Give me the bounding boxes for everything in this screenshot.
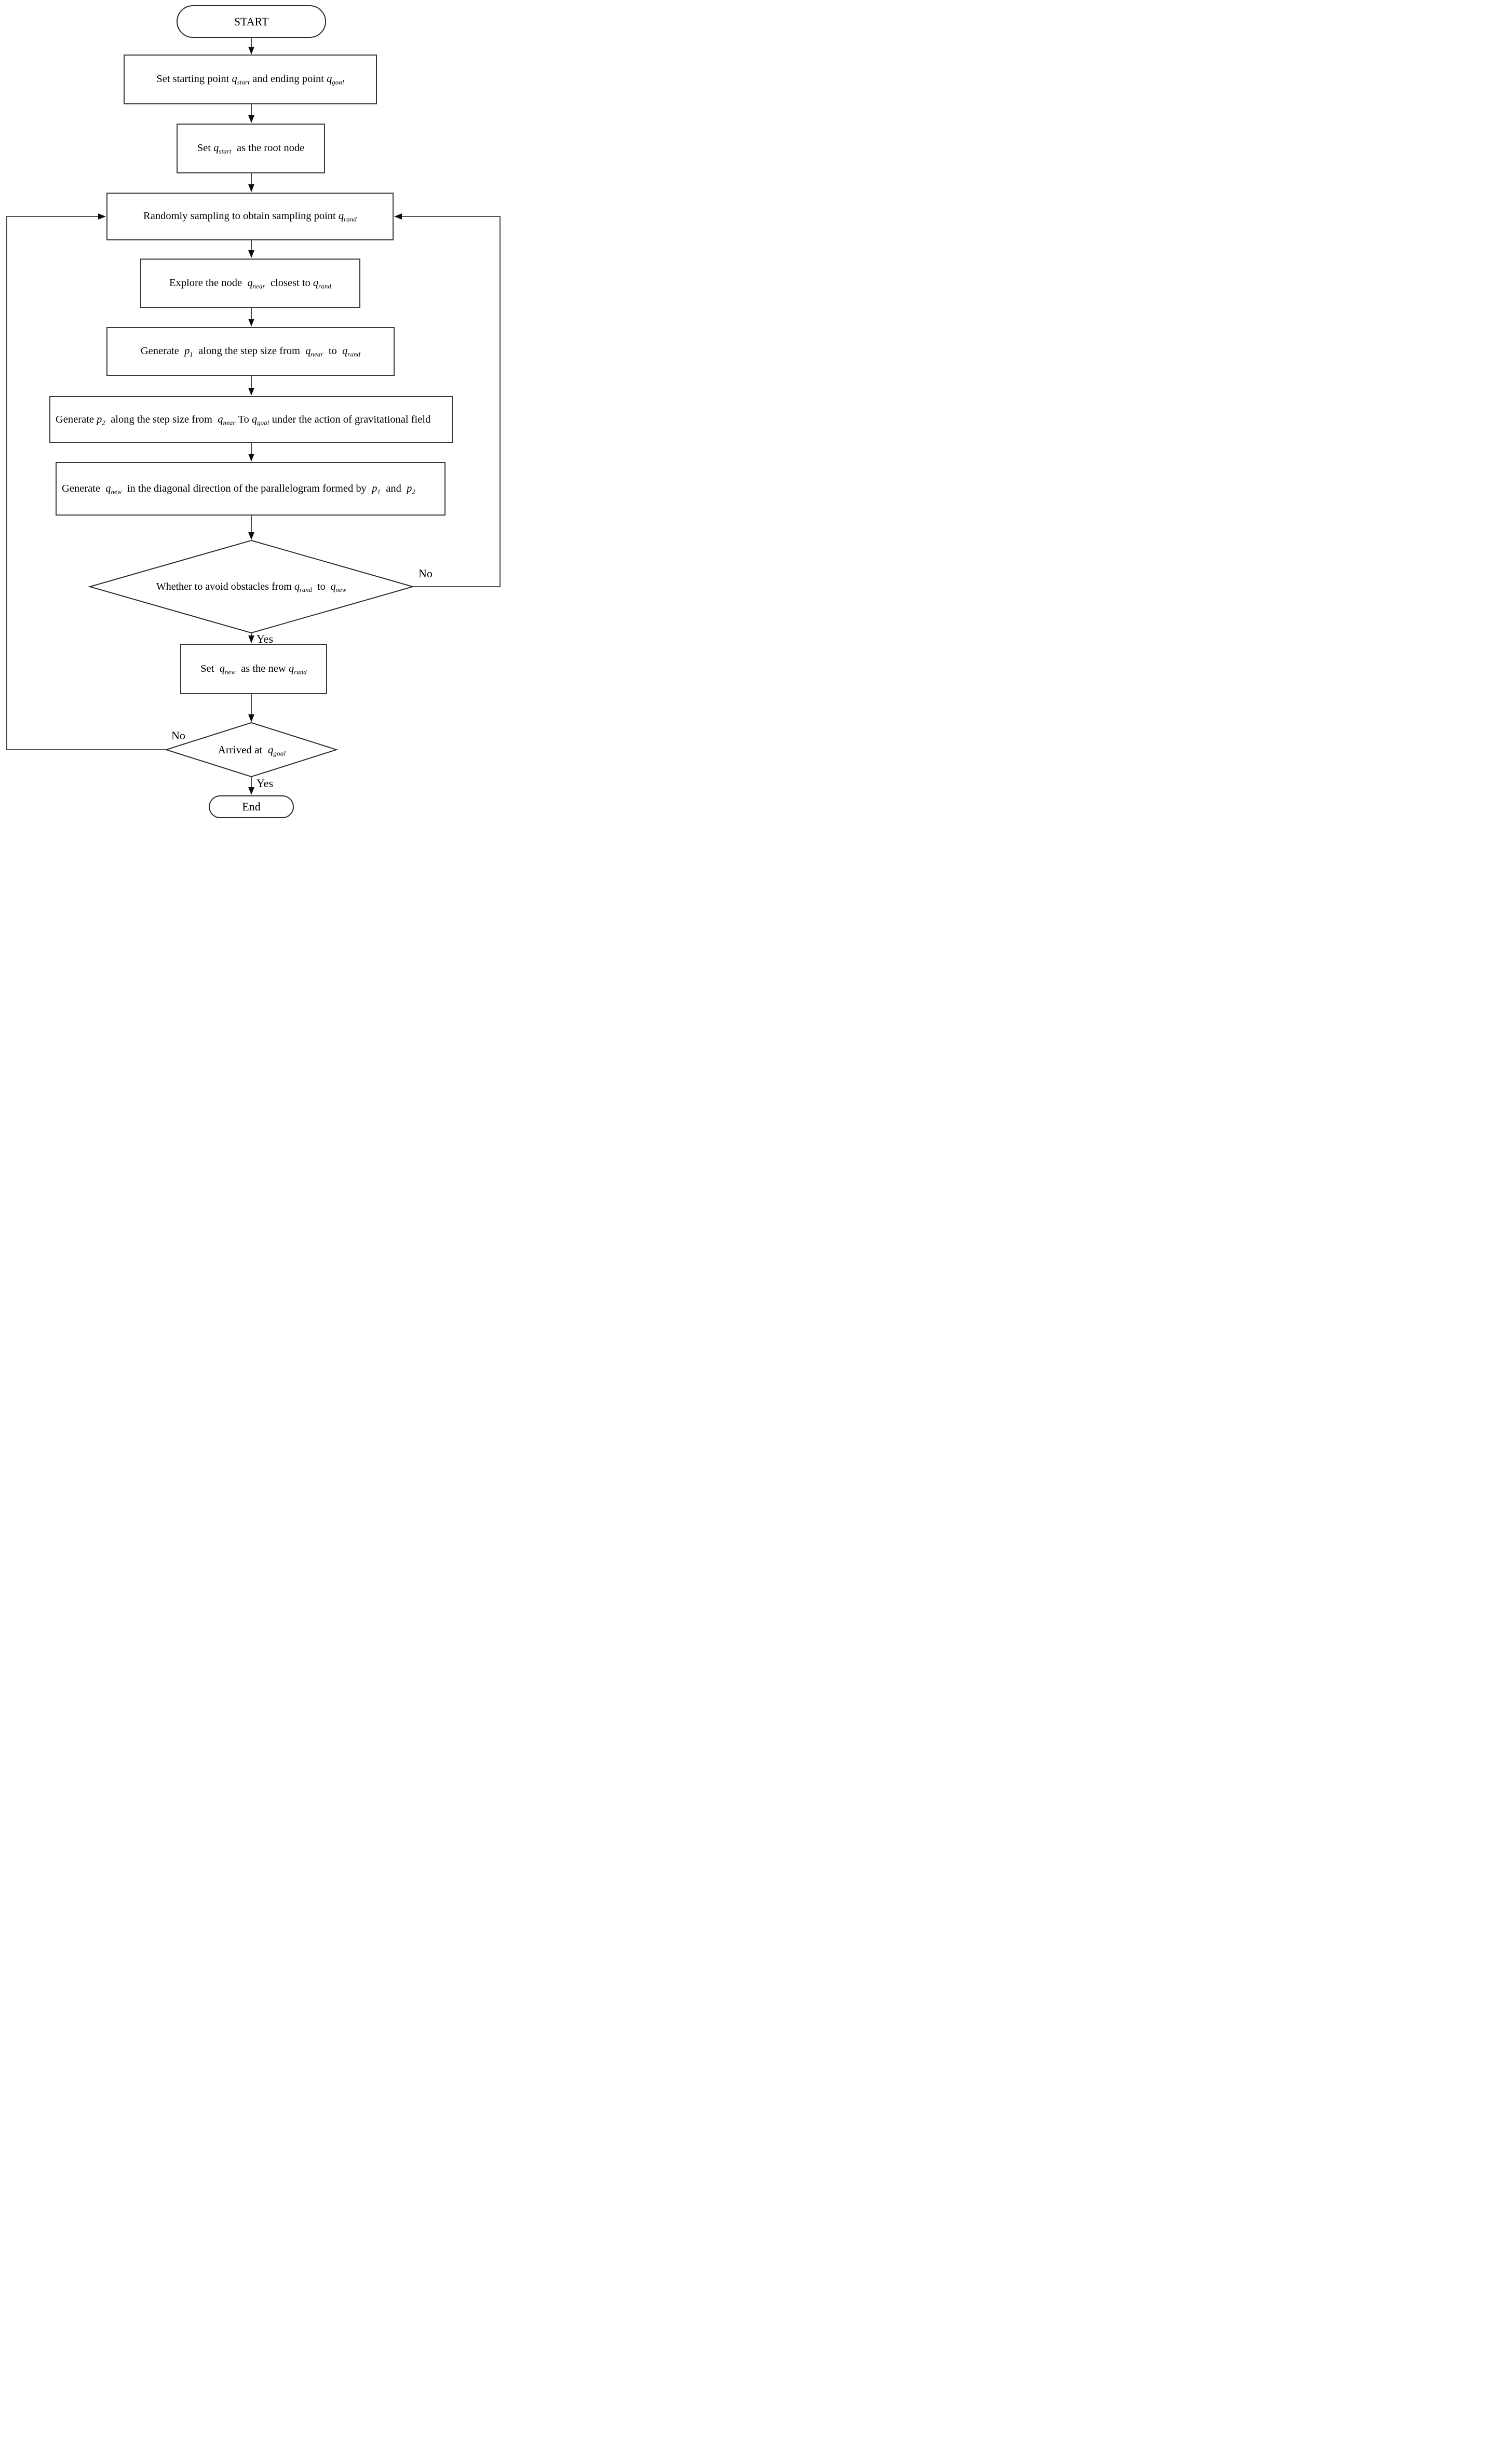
decision-avoid-obstacles-shape [88, 539, 415, 634]
node-generate-p1-label: Generate p1 along the step size from qne… [140, 345, 361, 358]
node-generate-p1: Generate p1 along the step size from qne… [106, 327, 395, 376]
node-start: START [177, 5, 326, 38]
edge-label-arrived-yes: Yes [257, 777, 274, 790]
node-set-new-qrand-label: Set qnew as the new qrand [200, 662, 307, 675]
node-end-label: End [242, 800, 261, 814]
node-explore-node-label: Explore the node qnear closest to qrand [169, 277, 331, 290]
node-generate-qnew-label: Generate qnew in the diagonal direction … [62, 483, 415, 496]
decision-arrived-shape [164, 722, 339, 778]
flowchart-canvas: START Set starting point qstart and endi… [0, 0, 504, 821]
edge-label-avoid-no: No [419, 567, 433, 580]
node-start-label: START [234, 15, 269, 28]
node-set-root: Set qstart as the root node [177, 124, 325, 173]
connector-arrived-no-loop [6, 213, 166, 750]
flow-connectors [6, 38, 501, 795]
node-set-root-label: Set qstart as the root node [197, 142, 305, 155]
node-random-sampling-label: Randomly sampling to obtain sampling poi… [143, 210, 357, 223]
node-set-points-label: Set starting point qstart and ending poi… [156, 73, 344, 86]
node-set-points: Set starting point qstart and ending poi… [124, 55, 377, 104]
edge-label-arrived-no: No [171, 729, 185, 742]
node-generate-qnew: Generate qnew in the diagonal direction … [56, 462, 446, 516]
node-generate-p2-label: Generate p2 along the step size from qne… [56, 413, 431, 427]
node-end: End [209, 795, 294, 818]
node-generate-p2: Generate p2 along the step size from qne… [49, 396, 453, 443]
node-explore-node: Explore the node qnear closest to qrand [140, 259, 360, 308]
connector-avoid-no-loop [394, 213, 501, 587]
edge-label-avoid-yes: Yes [257, 632, 274, 645]
node-set-new-qrand: Set qnew as the new qrand [180, 644, 327, 694]
node-random-sampling: Randomly sampling to obtain sampling poi… [106, 193, 394, 240]
